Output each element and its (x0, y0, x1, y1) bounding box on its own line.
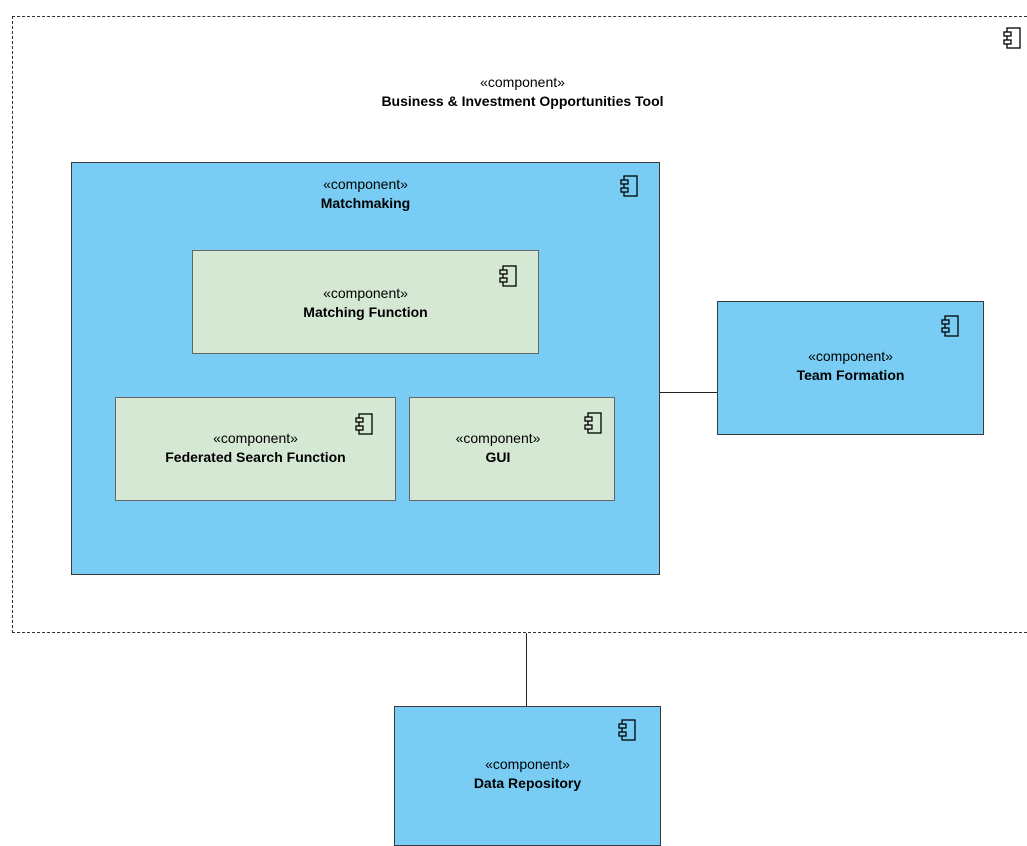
gui-component[interactable]: «component» GUI (409, 397, 615, 501)
component-icon (618, 719, 636, 741)
component-icon (584, 412, 602, 434)
component-icon (620, 175, 638, 197)
matching-function-stereotype: «component» (323, 285, 408, 301)
gui-label: «component» GUI (410, 429, 586, 467)
connector-matchmaking-team (659, 392, 718, 394)
component-icon (941, 315, 959, 337)
data-repository-component[interactable]: «component» Data Repository (394, 706, 661, 846)
data-repository-label: «component» Data Repository (395, 755, 660, 793)
matchmaking-label: «component» Matchmaking (72, 175, 659, 213)
federated-search-label: «component» Federated Search Function (116, 429, 395, 467)
component-icon (499, 265, 517, 287)
gui-stereotype: «component» (455, 430, 541, 446)
federated-search-stereotype: «component» (213, 430, 298, 446)
team-formation-name: Team Formation (796, 367, 905, 383)
component-icon (355, 413, 373, 435)
matching-function-name: Matching Function (303, 304, 428, 320)
team-formation-stereotype: «component» (808, 348, 893, 364)
matchmaking-name: Matchmaking (320, 195, 411, 211)
gui-name: GUI (485, 449, 511, 465)
federated-search-name: Federated Search Function (165, 449, 346, 465)
data-repository-stereotype: «component» (485, 756, 570, 772)
data-repository-name: Data Repository (473, 775, 582, 791)
tool-stereotype: «component» (480, 74, 565, 90)
component-icon (1003, 27, 1021, 49)
tool-name: Business & Investment Opportunities Tool (381, 93, 664, 109)
matching-function-component[interactable]: «component» Matching Function (192, 250, 539, 354)
team-formation-component[interactable]: «component» Team Formation (717, 301, 984, 435)
matchmaking-stereotype: «component» (323, 176, 408, 192)
federated-search-component[interactable]: «component» Federated Search Function (115, 397, 396, 501)
matchmaking-component[interactable]: «component» Matchmaking (71, 162, 660, 575)
connector-tool-repository (526, 633, 528, 707)
tool-label: «component» Business & Investment Opport… (13, 73, 1027, 111)
matching-function-label: «component» Matching Function (193, 284, 538, 322)
team-formation-label: «component» Team Formation (718, 347, 983, 385)
